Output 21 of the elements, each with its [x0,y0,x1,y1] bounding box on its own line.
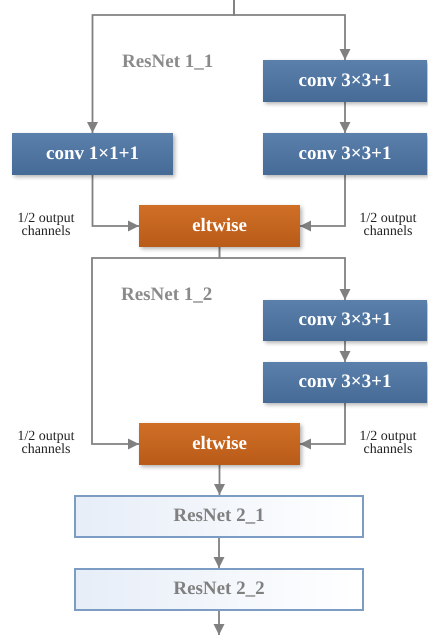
block-title: ResNet 1_2 [121,283,212,307]
arrow [92,175,139,232]
arrow [214,538,224,568]
arrow [214,465,225,495]
arrow [340,102,350,133]
eltwise-box: eltwise [139,423,300,465]
conv-layer-box: conv 3×3+1 [263,60,427,102]
conv-layer-box: conv 3×3+1 [263,133,427,175]
arrow [214,611,224,635]
conv-layer-box: conv 3×3+1 [263,362,427,403]
eltwise-box: eltwise [139,205,300,247]
arrow [300,175,346,232]
conv-layer-box: conv 3×3+1 [263,300,427,341]
resnet-block-box: ResNet 2_2 [74,568,364,611]
block-title: ResNet 1_1 [122,50,214,74]
arrow [91,247,220,450]
arrow [233,0,350,60]
conv-layer-box: conv 1×1+1 [12,133,173,175]
arrow [340,341,350,362]
resnet-block-box: ResNet 2_1 [74,495,364,538]
arrow [300,403,346,450]
